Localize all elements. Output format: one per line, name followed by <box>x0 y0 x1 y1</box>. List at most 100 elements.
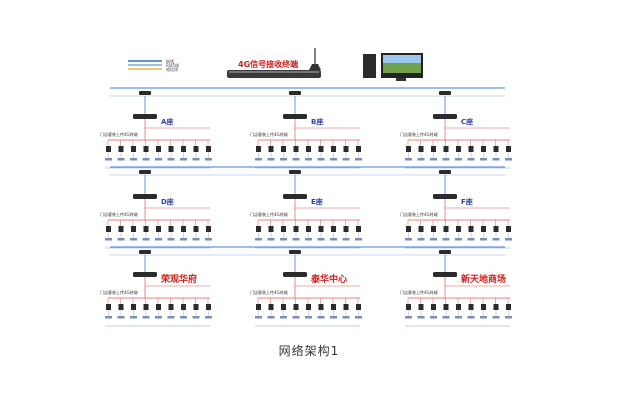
handset-icon <box>205 316 212 319</box>
handset-icon <box>267 158 275 161</box>
antenna-base-icon <box>309 64 321 70</box>
terminal-icon <box>468 146 474 152</box>
handset-icon <box>142 238 150 241</box>
terminal-icon <box>468 304 474 310</box>
terminal-icon <box>193 146 199 152</box>
handset-icon <box>355 316 362 319</box>
monitor-sky <box>383 55 421 63</box>
terminal-icon <box>106 146 111 152</box>
terminal-icon <box>481 146 486 152</box>
terminal-icon <box>431 304 436 310</box>
terminal-icon <box>293 226 299 232</box>
terminal-icon <box>181 304 186 310</box>
group-subtitle: 门店客装上传4G终端 <box>100 131 138 137</box>
terminal-icon <box>493 226 499 232</box>
handset-icon <box>280 316 287 319</box>
building-label: B座 <box>311 117 323 126</box>
handset-icon <box>292 158 300 161</box>
handset-icon <box>417 238 425 241</box>
router-icon <box>133 272 157 277</box>
handset-icon <box>355 158 362 161</box>
handset-icon <box>405 158 412 161</box>
terminal-icon <box>143 146 149 152</box>
group-subtitle: 门店客装上传4G终端 <box>400 211 438 217</box>
router-icon <box>283 114 307 119</box>
handset-icon <box>405 316 412 319</box>
handset-icon <box>142 158 150 161</box>
terminal-icon <box>431 226 436 232</box>
terminal-icon <box>168 304 174 310</box>
handset-icon <box>480 158 487 161</box>
terminal-icon <box>143 304 149 310</box>
handset-icon <box>130 238 137 241</box>
terminal-icon <box>181 226 186 232</box>
terminal-icon <box>443 146 449 152</box>
handset-icon <box>255 158 262 161</box>
router-highlight <box>229 71 319 73</box>
switch-icon <box>439 91 451 95</box>
terminal-icon <box>493 146 499 152</box>
terminal-icon <box>356 146 361 152</box>
terminal-icon <box>318 146 324 152</box>
terminal-icon <box>131 146 136 152</box>
handset-icon <box>405 238 412 241</box>
legend-label-1: 网线 <box>166 58 174 64</box>
router-icon <box>433 272 457 277</box>
handset-icon <box>255 316 262 319</box>
handset-icon <box>430 158 437 161</box>
switch-icon <box>139 170 151 174</box>
handset-icon <box>355 238 362 241</box>
handset-icon <box>280 158 287 161</box>
switch-icon <box>139 250 151 254</box>
handset-icon <box>105 158 112 161</box>
handset-icon <box>455 158 462 161</box>
group-subtitle: 门店客装上传4G终端 <box>100 289 138 295</box>
building-label: A座 <box>161 117 173 126</box>
handset-icon <box>117 158 125 161</box>
group-subtitle: 门店客装上传4G终端 <box>250 211 288 217</box>
terminal-icon <box>281 304 286 310</box>
handset-icon <box>180 238 187 241</box>
terminal-icon <box>156 146 161 152</box>
switch-icon <box>289 250 301 254</box>
handset-icon <box>192 158 200 161</box>
terminal-icon <box>106 304 111 310</box>
building-label: 新天地商场 <box>461 273 506 285</box>
terminal-icon <box>256 146 261 152</box>
handset-icon <box>142 316 150 319</box>
handset-icon <box>430 316 437 319</box>
handset-icon <box>305 316 312 319</box>
router-icon <box>133 194 157 199</box>
handset-icon <box>342 238 350 241</box>
terminal-icon <box>318 226 324 232</box>
handset-icon <box>505 158 512 161</box>
terminal-icon <box>406 304 411 310</box>
terminal-icon <box>168 146 174 152</box>
handset-icon <box>167 316 175 319</box>
handset-icon <box>205 238 212 241</box>
handset-icon <box>417 316 425 319</box>
monitor-stand <box>396 78 406 81</box>
terminal-icon <box>418 146 424 152</box>
handset-icon <box>155 316 162 319</box>
handset-icon <box>480 316 487 319</box>
building-groups: A座门店客装上传4G终端B座门店客装上传4G终端C座门店客装上传4G终端D座门店… <box>100 87 512 327</box>
handset-icon <box>305 238 312 241</box>
group-subtitle: 门店客装上传4G终端 <box>400 131 438 137</box>
terminal-icon <box>493 304 499 310</box>
switch-icon <box>289 170 301 174</box>
handset-icon <box>130 158 137 161</box>
terminal-icon <box>156 304 161 310</box>
terminal-icon <box>506 304 511 310</box>
building-label: D座 <box>161 197 174 206</box>
handset-icon <box>455 316 462 319</box>
building-label: 荣观华府 <box>160 273 197 285</box>
handset-icon <box>442 316 450 319</box>
terminal-icon <box>331 146 336 152</box>
handset-icon <box>330 238 337 241</box>
handset-icon <box>442 158 450 161</box>
pc-tower <box>363 54 376 78</box>
